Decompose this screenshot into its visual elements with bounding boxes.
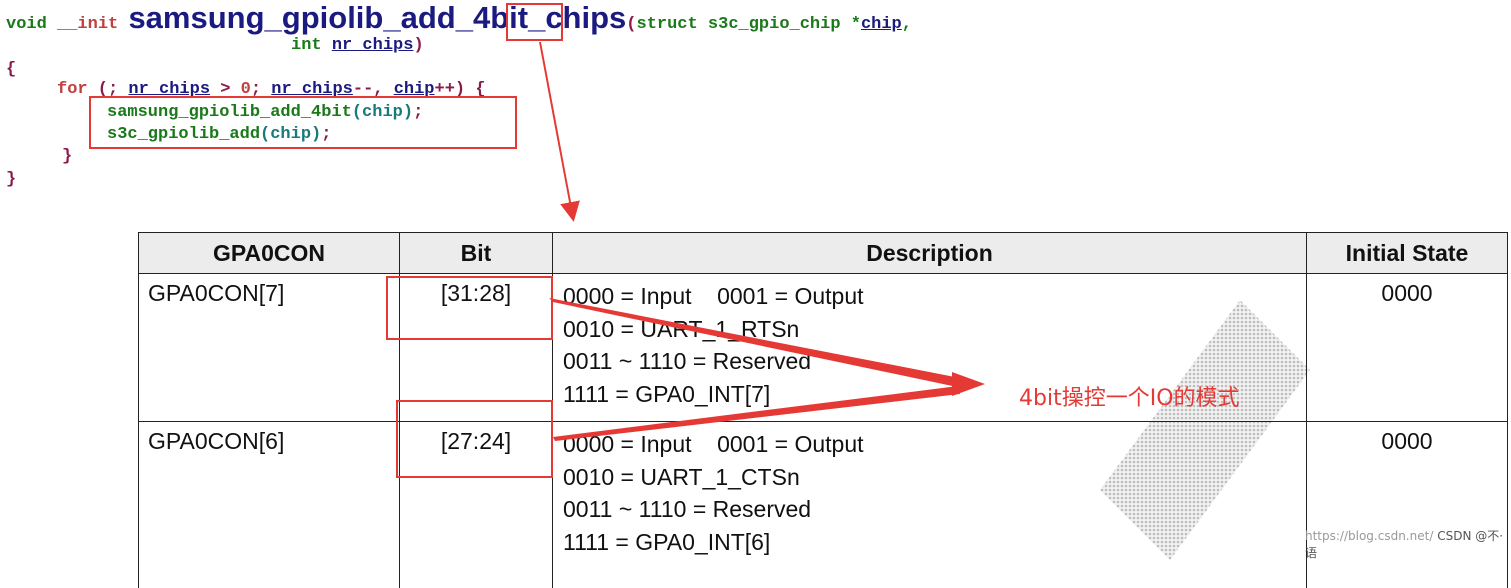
csdn-url: https://blog.csdn.net/ xyxy=(1305,529,1433,543)
arrow-line-lower xyxy=(553,386,960,441)
arrow-down-to-table xyxy=(540,42,573,218)
csdn-watermark: https://blog.csdn.net/ CSDN @不·语 xyxy=(1305,527,1511,561)
annotation-arrows xyxy=(0,0,1511,552)
arrow-line-upper xyxy=(549,298,962,388)
arrow-head-right xyxy=(952,372,985,396)
annotation-label: 4bit操控一个IO的模式 xyxy=(1019,380,1240,412)
